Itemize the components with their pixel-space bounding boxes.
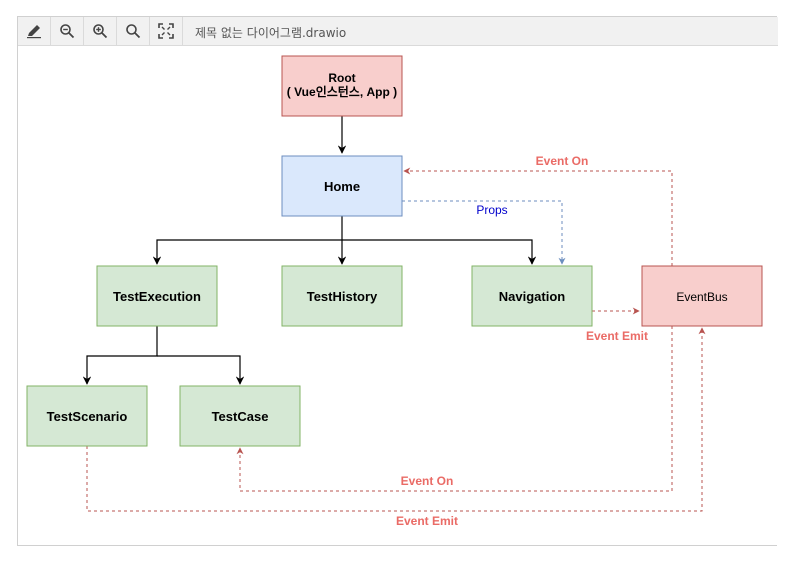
- node-root: Root ( Vue인스턴스, App ): [281, 55, 403, 117]
- viewer-toolbar: 제목 없는 다이어그램.drawio: [18, 17, 778, 46]
- diagram-viewer: 제목 없는 다이어그램.drawio: [17, 16, 778, 546]
- node-testcase-label: TestCase: [212, 409, 269, 424]
- label-props: Props: [476, 203, 507, 217]
- edge-eventbus-testcase-eventon: [236, 326, 673, 492]
- edit-icon: [27, 25, 41, 39]
- diagram-canvas: Root ( Vue인스턴스, App ) Home TestExecution…: [18, 46, 778, 546]
- zoom-out-icon: [60, 24, 75, 39]
- node-eventbus-label: EventBus: [676, 290, 727, 304]
- edge-home-testexecution: [152, 239, 342, 265]
- zoom-in-button[interactable]: [84, 17, 117, 45]
- node-eventbus: EventBus: [641, 265, 763, 327]
- node-home: Home: [281, 155, 403, 217]
- node-root-sublabel: ( Vue인스턴스, App ): [287, 84, 397, 99]
- edit-button[interactable]: [18, 17, 51, 45]
- node-navigation-label: Navigation: [499, 289, 566, 304]
- diagram-file-title: 제목 없는 다이어그램.drawio: [195, 26, 347, 40]
- node-testscenario: TestScenario: [26, 385, 148, 447]
- node-navigation: Navigation: [471, 265, 593, 327]
- node-testexecution-label: TestExecution: [113, 289, 201, 304]
- diagram-svg: Root ( Vue인스턴스, App ) Home TestExecution…: [26, 55, 763, 528]
- node-testhistory: TestHistory: [281, 265, 403, 327]
- edge-testscenario-eventbus-eventemit: [86, 327, 706, 512]
- label-event-on-top: Event On: [536, 154, 589, 168]
- edge-testexecution-testscenario: [82, 326, 158, 385]
- node-testcase: TestCase: [179, 385, 301, 447]
- edge-testexecution-testcase: [157, 355, 245, 385]
- zoom-fit-button[interactable]: [117, 17, 150, 45]
- zoom-out-button[interactable]: [51, 17, 84, 45]
- node-root-label: Root: [328, 71, 355, 85]
- fullscreen-icon: [158, 23, 174, 39]
- label-event-emit-nav: Event Emit: [586, 329, 648, 343]
- label-event-on-bottom: Event On: [401, 474, 454, 488]
- zoom-in-icon: [93, 24, 108, 39]
- fullscreen-button[interactable]: [150, 17, 183, 45]
- node-testhistory-label: TestHistory: [307, 289, 378, 304]
- label-event-emit-bottom: Event Emit: [396, 514, 458, 528]
- edge-home-navigation: [342, 239, 537, 265]
- zoom-fit-icon: [126, 24, 141, 39]
- node-testscenario-label: TestScenario: [47, 409, 128, 424]
- edge-eventbus-home-eventon: [403, 167, 673, 266]
- node-testexecution: TestExecution: [96, 265, 218, 327]
- node-home-label: Home: [324, 179, 360, 194]
